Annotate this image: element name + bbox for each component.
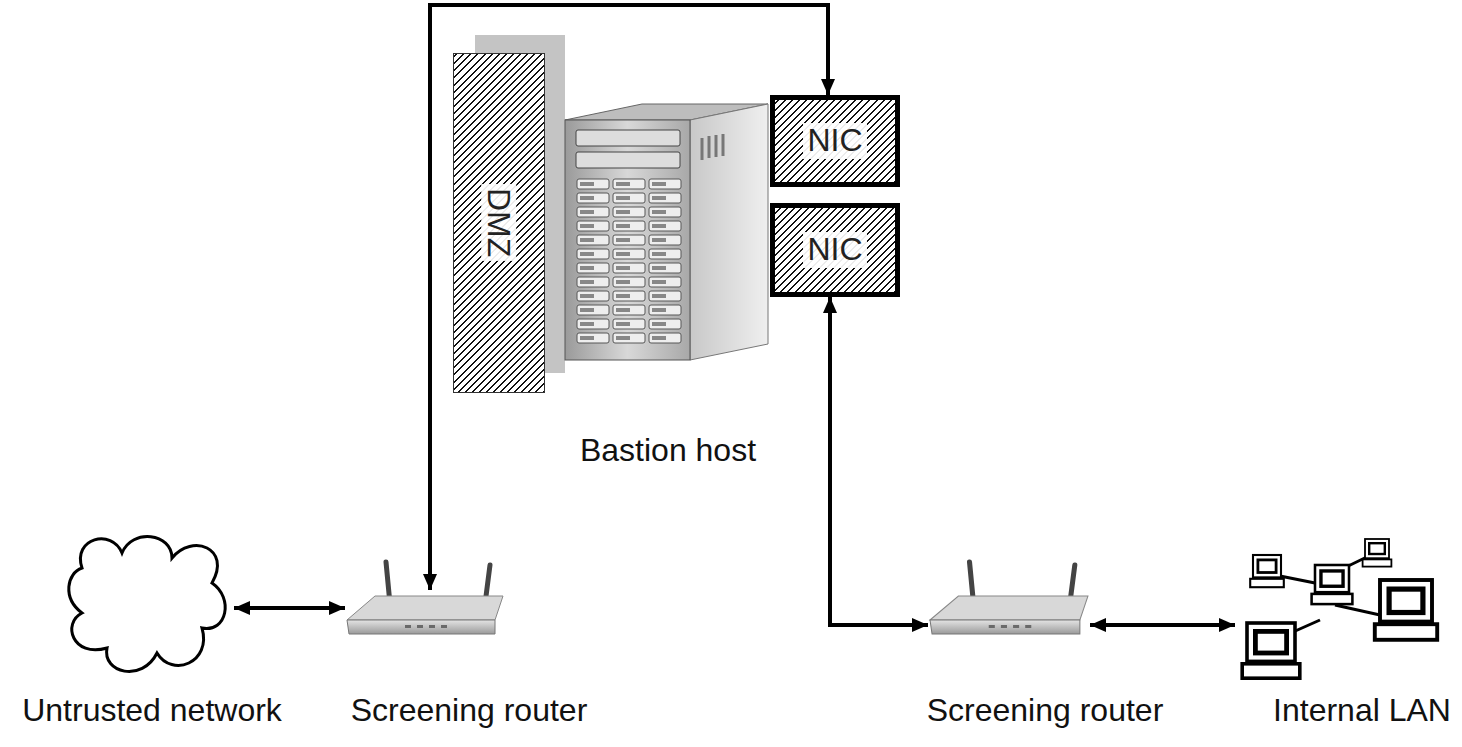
connector-arrow xyxy=(234,606,345,610)
router-icon xyxy=(928,590,1090,640)
box-label: NIC xyxy=(803,232,866,267)
dmz-band: DMZ xyxy=(453,53,545,393)
node-label: Untrusted network xyxy=(22,693,282,728)
nic-box: NIC xyxy=(770,203,900,297)
internal-lan: Internal LAN xyxy=(1235,535,1445,685)
connector-arrow xyxy=(1090,623,1235,627)
nic-box: NIC xyxy=(770,95,900,187)
cloud-outline xyxy=(62,528,234,683)
bastion-host: Bastion host xyxy=(562,98,770,478)
box-label: DMZ xyxy=(481,184,516,261)
box-label: NIC xyxy=(803,123,866,158)
node-label: Bastion host xyxy=(580,433,756,468)
lan-computers xyxy=(1235,535,1445,685)
connector-arrow xyxy=(830,297,928,625)
untrusted-network: Untrusted network xyxy=(62,528,234,683)
connector-arrow xyxy=(430,5,828,590)
screening-router: Screening router xyxy=(928,590,1090,640)
node-label: Internal LAN xyxy=(1273,693,1451,728)
router-icon xyxy=(345,590,505,640)
node-label: Screening router xyxy=(351,693,588,728)
screening-router: Screening router xyxy=(345,590,505,640)
server-icon xyxy=(562,98,770,478)
node-label: Screening router xyxy=(927,693,1164,728)
